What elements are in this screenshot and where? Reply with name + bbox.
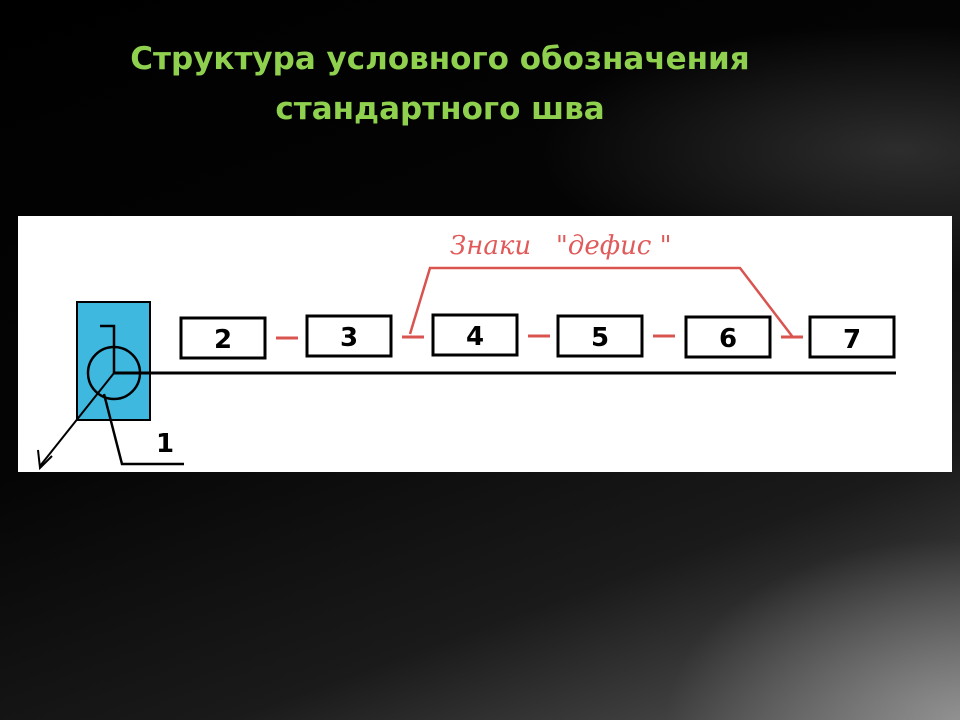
hyphen-annotation-label: Знаки "дефис "	[450, 231, 672, 261]
weld-flag-line	[100, 324, 116, 373]
field-box-2	[179, 316, 267, 360]
hyphen-annotation-bracket	[408, 266, 793, 337]
field-box-6	[684, 315, 772, 359]
title-line-2: стандартного шва	[275, 91, 605, 127]
field-box-4	[431, 313, 519, 357]
field-box-2-label: 2	[214, 325, 232, 355]
field-box-6-label: 6	[719, 324, 737, 354]
arrow-head-icon	[37, 449, 53, 471]
title-line-1: Структура условного обозначения	[130, 41, 750, 77]
field-box-3	[305, 314, 393, 358]
label-1-leader	[102, 393, 184, 466]
field-box-4-label: 4	[466, 322, 484, 352]
field-box-7	[808, 315, 896, 359]
label-1: 1	[156, 429, 174, 459]
field-box-5-label: 5	[591, 323, 609, 353]
weld-designation-diagram: 1 2 3 4 5 6 7 Знаки "дефис "	[18, 216, 952, 472]
arrow-leader	[39, 372, 115, 467]
field-box-7-label: 7	[843, 325, 861, 355]
slide-title: Структура условного обозначения стандарт…	[60, 34, 820, 134]
field-box-3-label: 3	[340, 323, 358, 353]
field-box-5	[556, 314, 644, 358]
